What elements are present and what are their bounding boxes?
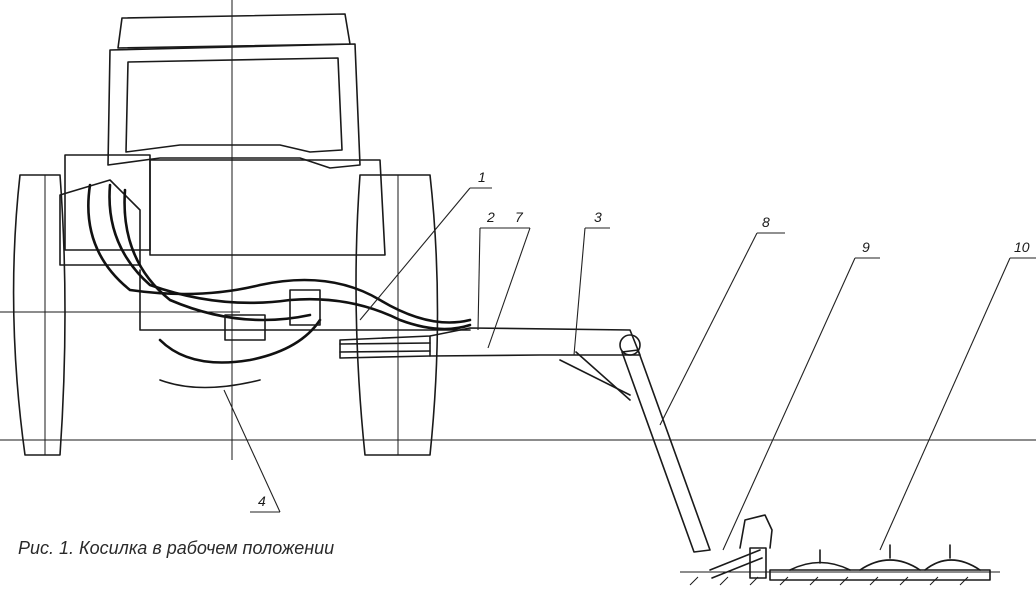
leader-lines	[223, 187, 1036, 551]
callout-3: 3	[594, 209, 602, 225]
figure-caption: Рис. 1. Косилка в рабочем положении	[18, 538, 335, 558]
callout-9: 9	[862, 239, 870, 255]
callout-2: 2	[486, 209, 495, 225]
mower-unit	[709, 514, 991, 581]
tractor	[0, 0, 471, 460]
callout-labels: 1 2 3 4 7 8 9 10	[258, 169, 1030, 509]
callout-7: 7	[515, 209, 524, 225]
drive-rod	[621, 349, 711, 553]
callout-10: 10	[1014, 239, 1030, 255]
boom	[339, 327, 641, 401]
callout-8: 8	[762, 214, 770, 230]
callout-1: 1	[478, 169, 486, 185]
hydraulic-hoses	[87, 183, 472, 389]
ground-line	[0, 439, 1036, 586]
callout-4: 4	[258, 493, 266, 509]
